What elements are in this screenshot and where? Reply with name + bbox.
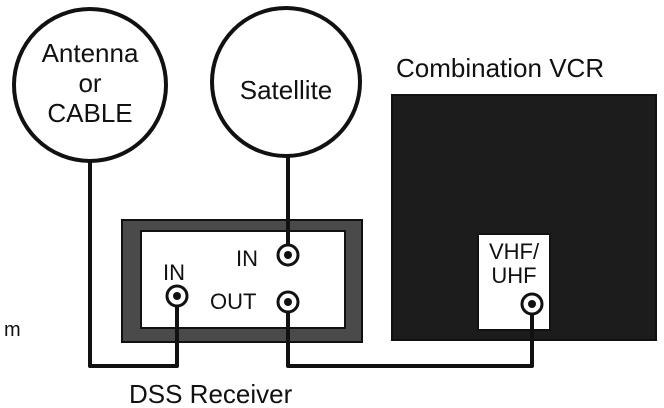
coax-jack-icon	[276, 290, 300, 314]
antenna-label-line3: CABLE	[47, 98, 132, 128]
vcr-title: Combination VCR	[396, 53, 604, 83]
vcr-port-panel	[477, 233, 551, 331]
satellite-label: Satellite	[240, 75, 333, 105]
cable-receiver-to-vcr	[286, 312, 534, 368]
combination-vcr: Combination VCR VHF/ UHF	[391, 53, 657, 341]
antenna-label-line2: or	[78, 68, 101, 98]
coax-jack-icon	[276, 243, 300, 267]
cut-off-margin-text: m	[4, 319, 21, 341]
cable-antenna-to-receiver	[88, 161, 179, 368]
dss-receiver: IN IN OUT	[121, 219, 363, 343]
antenna-label-line1: Antenna	[42, 38, 139, 68]
antenna-cable-source: Antenna or CABLE	[12, 7, 168, 163]
coax-jack-icon	[165, 284, 189, 308]
receiver-in-left-label: IN	[163, 260, 185, 285]
vcr-port-label-line1: VHF/	[489, 239, 540, 264]
dss-receiver-label: DSS Receiver	[129, 379, 293, 408]
coax-jack-icon	[520, 292, 544, 316]
receiver-in-top-label: IN	[236, 246, 258, 271]
satellite-source: Satellite	[210, 6, 362, 158]
receiver-out-label: OUT	[210, 289, 256, 314]
vcr-port-label-line2: UHF	[491, 263, 536, 288]
